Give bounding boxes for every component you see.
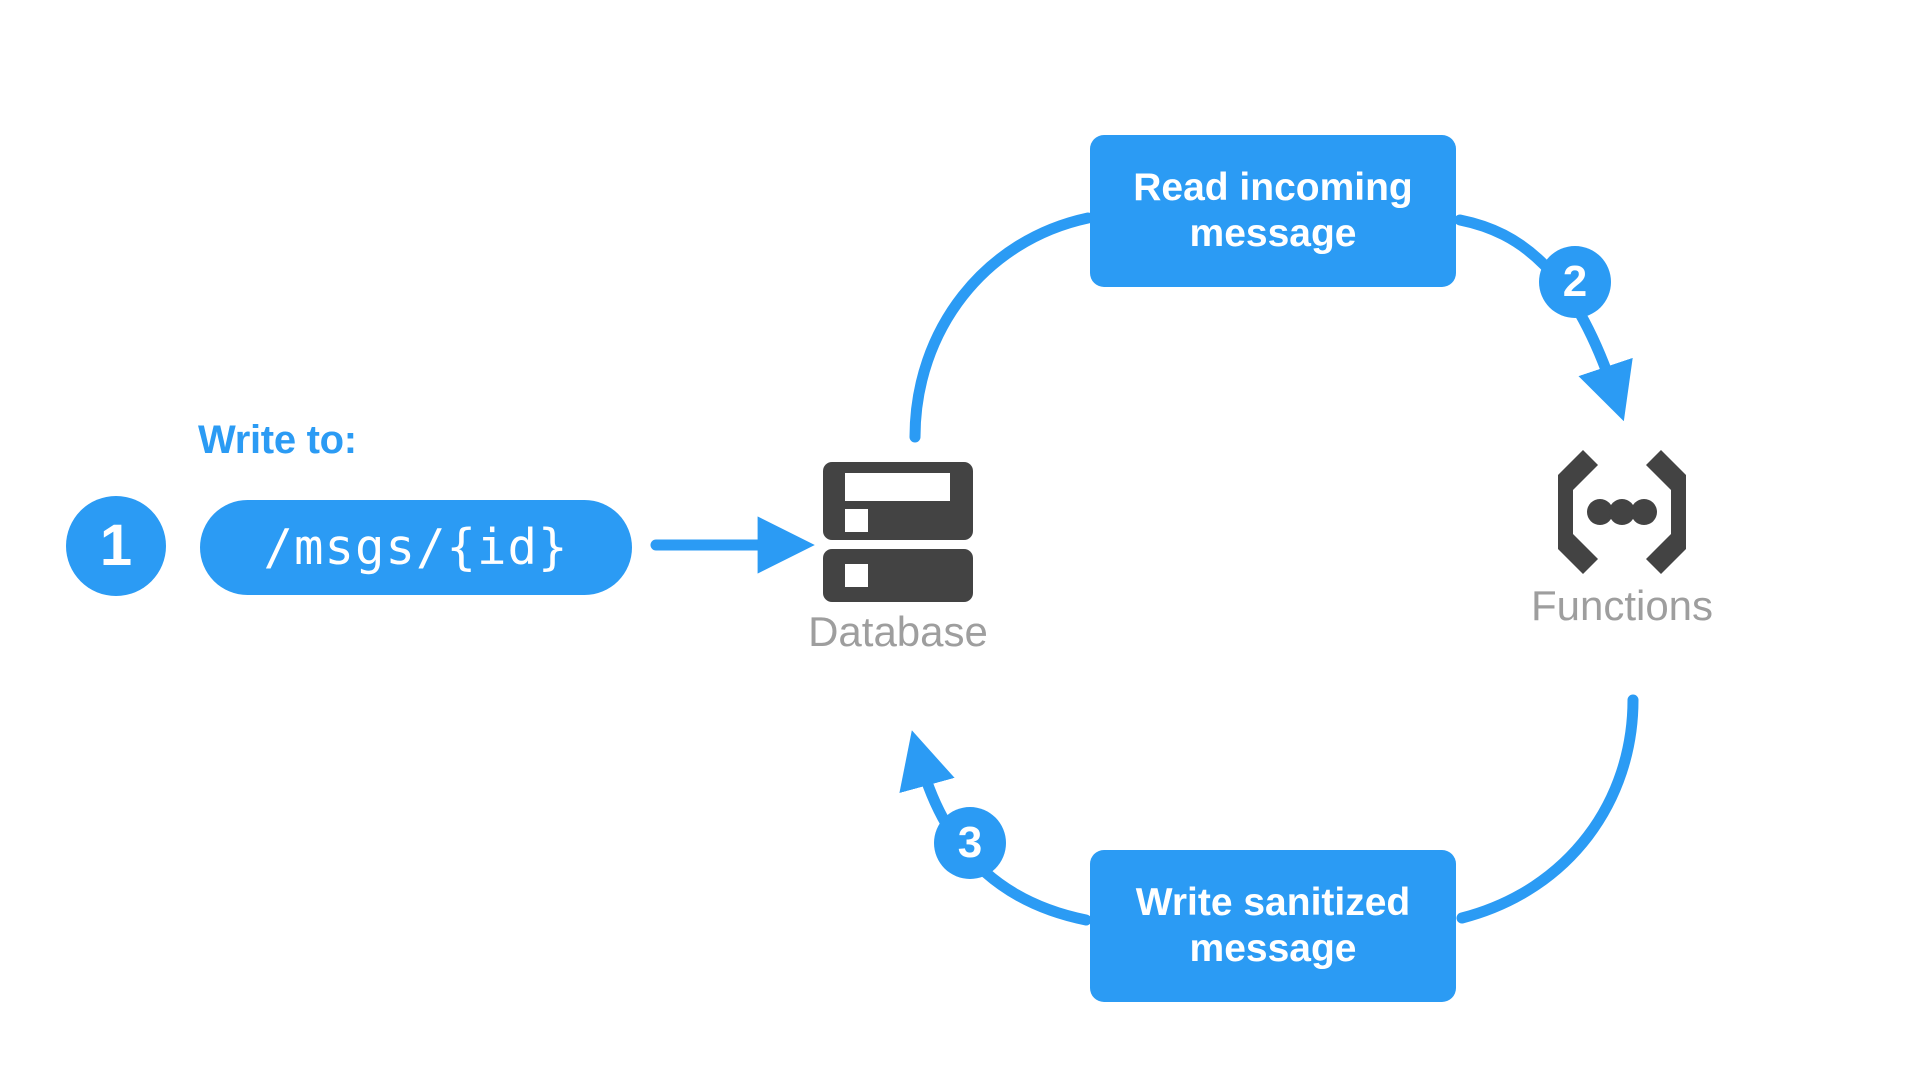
- action-box-write-sanitized-message[interactable]: Write sanitized message: [1090, 850, 1456, 1002]
- arc-functions-to-write: [1456, 694, 1639, 924]
- step-badge-3: 3: [934, 807, 1006, 879]
- database-tier-bottom: [823, 549, 973, 602]
- write-box-line-1: Write sanitized: [1135, 880, 1411, 924]
- read-box-line-1: Read incoming: [1133, 165, 1413, 209]
- database-slot-bar: [845, 473, 950, 501]
- read-box-line-2: message: [1189, 212, 1357, 255]
- database-led-top: [845, 509, 868, 532]
- database-path-pill[interactable]: /msgs/{id}: [200, 500, 632, 595]
- functions-label: Functions: [1530, 582, 1714, 629]
- step-badge-1: 1: [66, 496, 166, 596]
- node-functions[interactable]: Functions: [1512, 448, 1732, 630]
- write-box-line-2: message: [1189, 927, 1357, 970]
- database-tier-top: [823, 462, 973, 540]
- database-led-bottom: [845, 564, 868, 587]
- arc-database-to-read: [909, 212, 1094, 443]
- action-box-read-incoming-message[interactable]: Read incoming message: [1090, 135, 1456, 287]
- write-to-caption: Write to:: [198, 418, 357, 462]
- node-database[interactable]: Database: [808, 462, 988, 656]
- database-icon: [823, 462, 973, 602]
- step-badge-2: 2: [1539, 246, 1611, 318]
- database-label: Database: [808, 608, 988, 655]
- functions-brackets-icon: [1558, 450, 1686, 574]
